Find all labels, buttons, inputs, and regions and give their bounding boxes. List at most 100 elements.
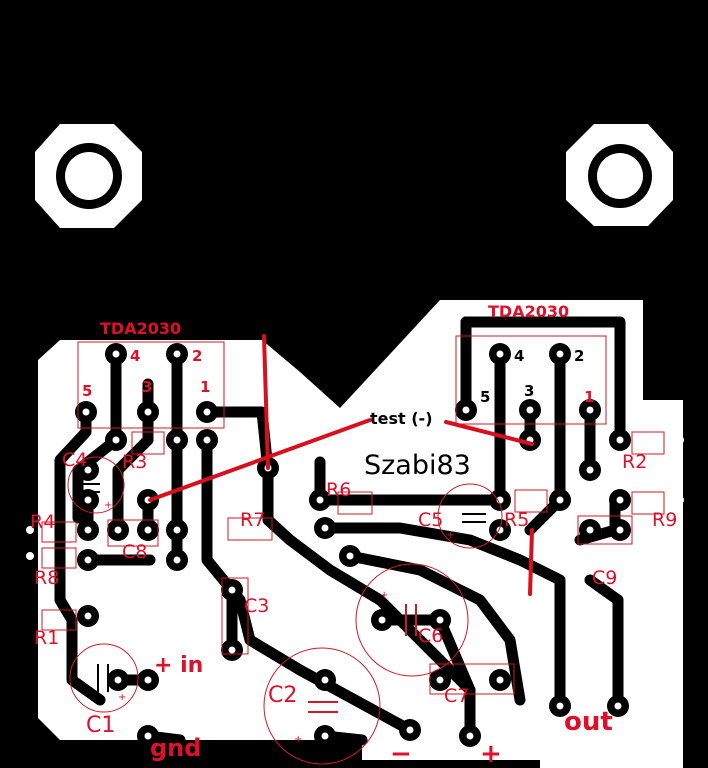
pad-hole-1 bbox=[173, 350, 181, 358]
r6-outline bbox=[337, 491, 373, 515]
pad-hole-9 bbox=[84, 496, 92, 504]
pad-hole-35 bbox=[616, 496, 624, 504]
pad-hole-50 bbox=[614, 702, 622, 710]
pad-hole-20 bbox=[144, 732, 152, 740]
jumper-wire-vertical bbox=[262, 334, 270, 470]
pad-hole-33 bbox=[586, 466, 594, 474]
r5-outline bbox=[514, 489, 548, 513]
jumper-wire-test-right bbox=[444, 420, 534, 446]
pad-hole-7 bbox=[203, 436, 211, 444]
c6-symbol bbox=[405, 604, 417, 636]
r7-outline bbox=[227, 517, 273, 541]
pad-hole-29 bbox=[556, 350, 564, 358]
connector-minus: − bbox=[390, 739, 412, 768]
pad-hole-8 bbox=[84, 466, 92, 474]
pad-hole-5 bbox=[112, 436, 120, 444]
pad-52 bbox=[26, 552, 34, 560]
c3-outline bbox=[221, 577, 249, 655]
pad-hole-17 bbox=[84, 612, 92, 620]
label-r5: R5 bbox=[504, 509, 529, 531]
pad-hole-2 bbox=[82, 408, 90, 416]
ic-left-pin-4: 4 bbox=[130, 347, 140, 365]
connector-out: out bbox=[564, 707, 613, 737]
pad-hole-43 bbox=[436, 676, 444, 684]
ic-right-pin-1: 1 bbox=[584, 388, 594, 406]
pad-hole-31 bbox=[586, 406, 594, 414]
c6-outline bbox=[355, 563, 469, 677]
pad-hole-39 bbox=[586, 526, 594, 534]
connector-plus-in: + in bbox=[154, 653, 203, 678]
pad-hole-42 bbox=[436, 616, 444, 624]
pad-hole-45 bbox=[321, 676, 329, 684]
c9-outline bbox=[577, 515, 633, 545]
label-c2: C2 bbox=[268, 683, 297, 708]
c2-symbol bbox=[308, 701, 338, 713]
mounting-hole-right bbox=[566, 124, 673, 226]
polarity-c1: + bbox=[118, 692, 126, 703]
pad-hole-13 bbox=[144, 526, 152, 534]
label-c4: C4 bbox=[62, 449, 87, 471]
ic-left-pin-5: 5 bbox=[82, 382, 92, 400]
label-c6: C6 bbox=[418, 625, 443, 647]
pad-hole-47 bbox=[406, 726, 414, 734]
label-c5: C5 bbox=[418, 509, 443, 531]
ic-right-pin-2: 2 bbox=[574, 347, 584, 365]
c5-outline bbox=[437, 483, 503, 549]
c2-outline bbox=[263, 647, 381, 765]
component-outlines bbox=[41, 335, 665, 765]
pad-hole-18 bbox=[114, 676, 122, 684]
label-r3: R3 bbox=[122, 451, 147, 473]
r1-outline bbox=[41, 609, 77, 631]
ic-right-pin-5: 5 bbox=[480, 388, 490, 406]
label-r2: R2 bbox=[622, 451, 647, 473]
pad-hole-28 bbox=[496, 350, 504, 358]
connector-plus: + bbox=[480, 739, 502, 768]
jumper-wire-right bbox=[528, 528, 534, 596]
pad-hole-49 bbox=[556, 702, 564, 710]
c5-symbol bbox=[462, 513, 486, 523]
pad-hole-12 bbox=[114, 526, 122, 534]
pad-hole-0 bbox=[112, 350, 120, 358]
c8-outline bbox=[107, 519, 159, 547]
label-r7: R7 bbox=[240, 509, 265, 531]
pad-51 bbox=[26, 526, 34, 534]
label-c3: C3 bbox=[244, 595, 269, 617]
pad-hole-11 bbox=[84, 526, 92, 534]
label-c8: C8 bbox=[122, 541, 147, 563]
pad-hole-41 bbox=[378, 616, 386, 624]
pad-hole-30 bbox=[526, 406, 534, 414]
pad-hole-19 bbox=[144, 676, 152, 684]
pad-hole-4 bbox=[203, 408, 211, 416]
ic-left-outline bbox=[77, 341, 225, 429]
pad-hole-16 bbox=[173, 556, 181, 564]
label-r8: R8 bbox=[34, 567, 59, 589]
polarity-c5: + bbox=[446, 530, 454, 541]
c1-outline bbox=[69, 643, 139, 713]
r8-outline bbox=[41, 547, 77, 569]
polarity-c6: + bbox=[380, 590, 388, 601]
pad-hole-6 bbox=[173, 436, 181, 444]
r2-outline bbox=[631, 431, 665, 455]
pad-hole-46 bbox=[321, 732, 329, 740]
ic-right-pin-4: 4 bbox=[514, 347, 524, 365]
ic-left-pin-2: 2 bbox=[192, 347, 202, 365]
pad-hole-40 bbox=[616, 526, 624, 534]
signature-text: Szabi83 bbox=[364, 450, 471, 481]
label-c7: C7 bbox=[444, 685, 469, 707]
polarity-c4: + bbox=[104, 500, 112, 511]
r4-outline bbox=[41, 521, 77, 543]
test-label: test (-) bbox=[370, 409, 433, 428]
pads bbox=[26, 343, 684, 747]
label-r1: R1 bbox=[34, 627, 59, 649]
ic-right-outline bbox=[455, 335, 607, 425]
pad-hole-3 bbox=[144, 408, 152, 416]
ic-left-label: TDA2030 bbox=[100, 319, 181, 338]
pad-53 bbox=[676, 436, 684, 444]
label-c9: C9 bbox=[592, 567, 617, 589]
c4-symbol bbox=[80, 483, 100, 493]
c4-outline bbox=[67, 456, 125, 514]
polarity-c2: + bbox=[294, 734, 302, 745]
pad-hole-15 bbox=[84, 556, 92, 564]
connector-gnd: gnd bbox=[150, 734, 201, 762]
